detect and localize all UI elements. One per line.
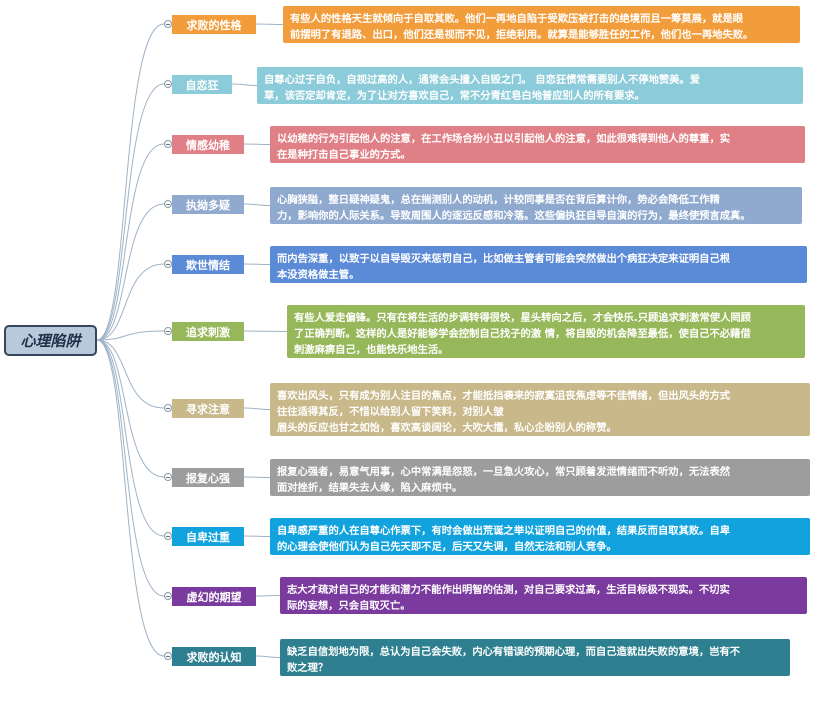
note-connector	[243, 535, 271, 537]
root-topic[interactable]: 心理陷阱	[4, 325, 97, 356]
connector-curve	[96, 339, 165, 478]
collapse-toggle-icon[interactable]	[164, 404, 172, 412]
branch-note[interactable]: 以幼稚的行为引起他人的注意，在工作场合扮小丑以引起他人的注意，如此很难得到他人的…	[270, 126, 805, 163]
note-connector	[243, 203, 271, 206]
branch-topic[interactable]: 报复心强	[172, 468, 244, 487]
branch-topic[interactable]: 求败的认知	[172, 647, 256, 666]
branch-note[interactable]: 有些人爱走偏锋。只有在将生活的步调转得很快，星头转向之后，才会快乐.只顾追求刺激…	[287, 305, 805, 358]
branch-topic[interactable]: 欺世情结	[172, 255, 244, 274]
collapse-toggle-icon[interactable]	[164, 140, 172, 148]
branch-note[interactable]: 自卑感严重的人在自尊心作票下，有时会做出荒诞之举以证明自己的价值，结果反而自取其…	[270, 518, 810, 555]
collapse-toggle-icon[interactable]	[164, 652, 172, 660]
note-connector	[243, 263, 271, 265]
branch-note[interactable]: 自尊心过于自负，自视过高的人，通常会头撞入自毁之门。 自恋狂惯常需要别人不停地赞…	[257, 67, 803, 104]
branch-topic[interactable]: 自恋狂	[172, 75, 232, 94]
connector-curve	[96, 263, 165, 341]
note-connector	[243, 143, 271, 145]
connector-curve	[96, 339, 165, 657]
collapse-toggle-icon[interactable]	[164, 473, 172, 481]
note-connector	[243, 407, 271, 410]
note-connector	[231, 83, 258, 86]
connector-curve	[96, 83, 165, 341]
collapse-toggle-icon[interactable]	[164, 260, 172, 268]
branch-note[interactable]: 喜欢出风头，只有成为别人注目的焦点，才能抵挡袭来的寂寞沮丧焦虑等不佳情绪，但出风…	[270, 383, 810, 436]
branch-note[interactable]: 而内告深重，以致于以自导毁灭来惩罚自己，比如做主管者可能会突然做出个病狂决定来证…	[270, 246, 807, 283]
branch-topic[interactable]: 追求刺激	[172, 322, 244, 341]
collapse-toggle-icon[interactable]	[164, 200, 172, 208]
connector-curve	[96, 339, 165, 537]
collapse-toggle-icon[interactable]	[164, 80, 172, 88]
note-connector	[243, 476, 271, 478]
branch-topic[interactable]: 虚幻的期望	[172, 587, 256, 606]
note-connector	[255, 655, 281, 658]
branch-note[interactable]: 志大才疏对自己的才能和潜力不能作出明智的估测，对自己要求过高，生活目标极不现实。…	[280, 577, 807, 614]
branch-topic[interactable]: 情感幼稚	[172, 135, 244, 154]
branch-note[interactable]: 报复心强者，易意气用事，心中常满是怨怒，一旦急火攻心，常只顾着发泄情绪而不听劝，…	[270, 459, 810, 496]
branch-note[interactable]: 有些人的性格天生就倾向于自取其败。他们一再地自陷于受欺压被打击的绝境而且一筹莫展…	[283, 6, 800, 43]
branch-topic[interactable]: 求败的性格	[172, 15, 256, 34]
connector-curve	[96, 23, 165, 341]
connector-curve	[96, 143, 165, 341]
collapse-toggle-icon[interactable]	[164, 327, 172, 335]
note-connector	[243, 330, 288, 332]
connector-curve	[96, 339, 165, 409]
branch-note[interactable]: 心胸狭隘，整日疑神疑鬼，总在揣测别人的动机，计较同事是否在背后算计你，势必会降低…	[270, 187, 802, 224]
note-connector	[255, 595, 281, 597]
collapse-toggle-icon[interactable]	[164, 592, 172, 600]
collapse-toggle-icon[interactable]	[164, 20, 172, 28]
connector-curve	[96, 330, 165, 341]
collapse-toggle-icon[interactable]	[164, 532, 172, 540]
branch-topic[interactable]: 寻求注意	[172, 399, 244, 418]
connector-curve	[96, 339, 165, 597]
branch-note[interactable]: 缺乏自信划地为限，总认为自己会失败，内心有错误的预期心理，而自己造就出失败的意境…	[280, 639, 790, 676]
branch-topic[interactable]: 自卑过重	[172, 527, 244, 546]
branch-topic[interactable]: 执拗多疑	[172, 195, 244, 214]
note-connector	[255, 23, 284, 25]
connector-curve	[96, 203, 165, 341]
